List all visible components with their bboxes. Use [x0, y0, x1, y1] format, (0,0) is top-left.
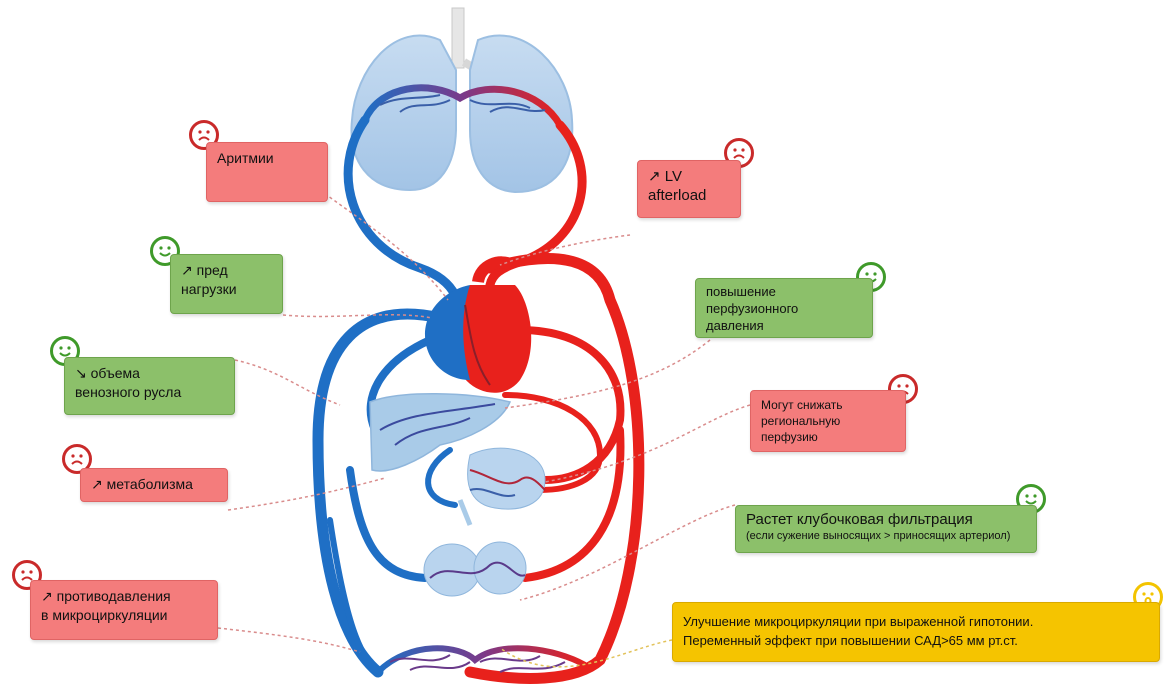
regional-perfusion-line-1: Могут снижать: [761, 397, 895, 413]
venous-volume-line-1: ↘ объема: [75, 364, 224, 383]
perfusion-pressure-line-1: повышение: [706, 283, 862, 300]
metabolism-box: ↗ метаболизма: [80, 468, 228, 502]
lv-afterload-box: ↗ LV afterload: [637, 160, 741, 218]
lv-afterload-line-2: afterload: [648, 186, 730, 205]
venous-volume-box: ↘ объема венозного русла: [64, 357, 235, 415]
perfusion-pressure-box: повышение перфузионного давления: [695, 278, 873, 338]
microcirculation-box: Улучшение микроциркуляции при выраженной…: [672, 602, 1160, 662]
arrhythmia-box: Аритмии: [206, 142, 328, 202]
glomerular-filtration-box: Растет клубочковая фильтрация (если суже…: [735, 505, 1037, 553]
preload-line-2: нагрузки: [181, 280, 272, 299]
glomerular-filtration-title: Растет клубочковая фильтрация: [746, 510, 1026, 529]
metabolism-label: ↗ метаболизма: [91, 475, 217, 494]
microcirculation-line-2: Переменный эффект при повышении САД>65 м…: [683, 631, 1149, 650]
regional-perfusion-line-2: региональную: [761, 413, 895, 429]
kidneys: [424, 542, 526, 596]
glomerular-filtration-note: (если сужение выносящих > приносящих арт…: [746, 529, 1026, 543]
regional-perfusion-line-3: перфузию: [761, 429, 895, 445]
systemic-capillary-bed: [378, 648, 585, 672]
venous-volume-line-2: венозного русла: [75, 383, 224, 402]
arrhythmia-label: Аритмии: [217, 149, 317, 168]
perfusion-pressure-line-3: давления: [706, 317, 862, 334]
lv-afterload-line-1: ↗ LV: [648, 167, 730, 186]
microcirculation-line-1: Улучшение микроциркуляции при выраженной…: [683, 612, 1149, 631]
preload-line-1: ↗ пред: [181, 261, 272, 280]
backpressure-line-2: в микроциркуляции: [41, 606, 207, 625]
gut: [460, 448, 545, 525]
backpressure-box: ↗ противодавления в микроциркуляции: [30, 580, 218, 640]
backpressure-line-1: ↗ противодавления: [41, 587, 207, 606]
perfusion-pressure-line-2: перфузионного: [706, 300, 862, 317]
regional-perfusion-box: Могут снижать региональную перфузию: [750, 390, 906, 452]
preload-box: ↗ пред нагрузки: [170, 254, 283, 314]
